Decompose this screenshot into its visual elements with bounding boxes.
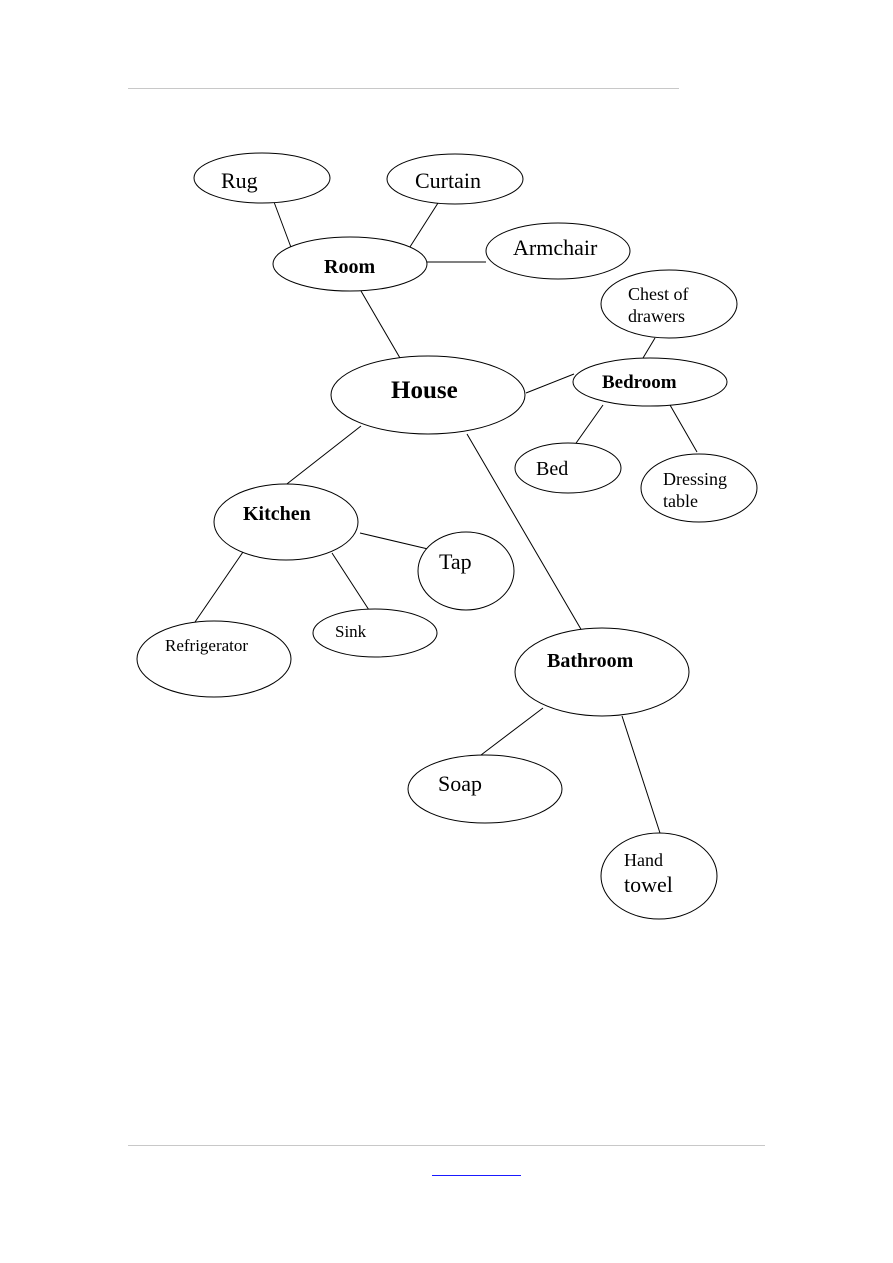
node-room-label: Room: [324, 256, 375, 278]
edge-house-bedroom: [525, 373, 575, 394]
node-curtain-label: Curtain: [415, 168, 481, 193]
top-divider: [128, 88, 679, 89]
edge-kitchen-sink: [331, 552, 370, 611]
node-rug: Rug: [193, 152, 331, 204]
node-kitchen-label: Kitchen: [243, 503, 311, 525]
node-tap-label: Tap: [439, 549, 472, 574]
node-bathroom-label: Bathroom: [547, 650, 634, 672]
edge-kitchen-refrigerator: [194, 551, 244, 623]
edge-bedroom-chest: [642, 337, 656, 359]
node-curtain: Curtain: [386, 153, 524, 205]
footer-link[interactable]: [432, 1163, 521, 1176]
node-bed: Bed: [514, 442, 622, 494]
edge-kitchen-tap: [359, 532, 429, 550]
node-kitchen: Kitchen: [213, 483, 359, 561]
node-bed-label: Bed: [536, 458, 568, 480]
edge-room-curtain: [407, 202, 439, 251]
node-bathroom: Bathroom: [514, 627, 690, 717]
node-sink: Sink: [312, 608, 438, 658]
node-refrigerator-shape: [136, 620, 292, 698]
node-chest-of-drawers: Chest of drawers: [600, 269, 738, 339]
node-dressing-table: Dressing table: [640, 453, 758, 523]
node-house-shape: [330, 355, 526, 435]
node-kitchen-shape: [213, 483, 359, 561]
node-armchair-label: Armchair: [513, 235, 598, 260]
node-refrigerator: Refrigerator: [136, 620, 292, 698]
edge-bathroom-hand-towel: [621, 715, 661, 834]
node-hand-towel-line1: Hand: [624, 850, 663, 870]
node-armchair: Armchair: [485, 222, 631, 280]
edges: [194, 201, 698, 834]
edge-bedroom-bed: [573, 404, 604, 447]
edge-bathroom-soap: [480, 707, 544, 756]
node-hand-towel-line2: towel: [624, 872, 673, 897]
node-tap: Tap: [417, 531, 515, 611]
node-soap: Soap: [407, 754, 563, 824]
node-dressing-table-line1: Dressing: [663, 469, 727, 489]
node-bedroom-shape: [572, 357, 728, 407]
edge-room-rug: [273, 201, 293, 251]
bottom-divider: [128, 1145, 765, 1146]
edge-house-kitchen: [282, 425, 362, 488]
node-bedroom-label: Bedroom: [602, 372, 677, 393]
node-sink-label: Sink: [335, 622, 367, 641]
node-bed-shape: [514, 442, 622, 494]
edge-house-room: [360, 290, 401, 359]
node-chest-of-drawers-line2: drawers: [628, 306, 685, 326]
node-hand-towel-shape: [600, 832, 718, 920]
node-refrigerator-label: Refrigerator: [165, 636, 248, 655]
node-hand-towel: Hand towel: [600, 832, 718, 920]
node-bathroom-shape: [514, 627, 690, 717]
node-rug-label: Rug: [221, 168, 258, 193]
edge-house-bathroom: [466, 433, 583, 632]
node-bedroom: Bedroom: [572, 357, 728, 407]
node-chest-of-drawers-shape: [600, 269, 738, 339]
node-room: Room: [272, 236, 428, 292]
node-tap-shape: [417, 531, 515, 611]
node-dressing-table-line2: table: [663, 491, 698, 511]
node-room-shape: [272, 236, 428, 292]
node-chest-of-drawers-line1: Chest of: [628, 284, 689, 304]
edge-bedroom-dressing-table: [669, 404, 698, 453]
node-rug-shape: [193, 152, 331, 204]
node-dressing-table-shape: [640, 453, 758, 523]
node-house: House: [330, 355, 526, 435]
node-curtain-shape: [386, 153, 524, 205]
node-house-label: House: [391, 377, 458, 404]
node-sink-shape: [312, 608, 438, 658]
node-armchair-shape: [485, 222, 631, 280]
node-soap-shape: [407, 754, 563, 824]
node-soap-label: Soap: [438, 771, 482, 796]
